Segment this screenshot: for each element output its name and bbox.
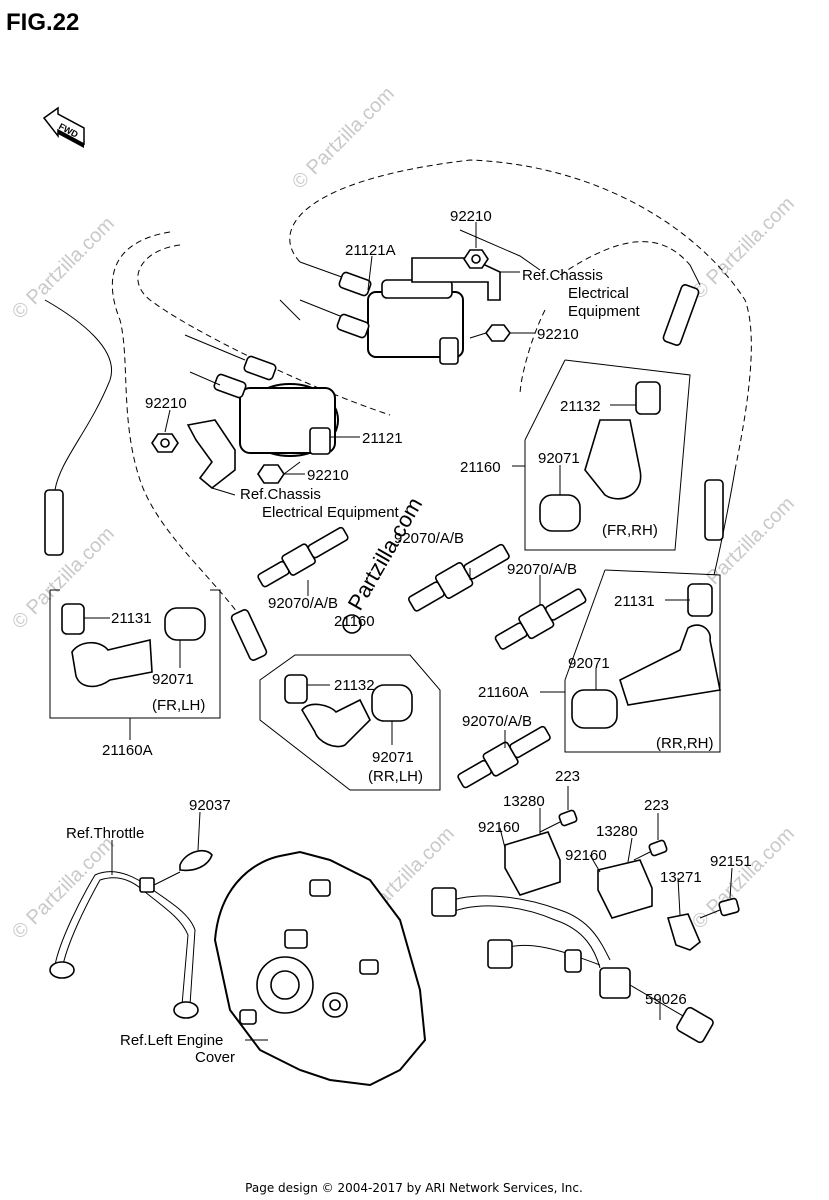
ignition-coil-21121A (299, 257, 501, 365)
watermark-8: © Partzilla.com (688, 823, 799, 934)
lower-leader-lines (111, 786, 733, 1041)
label-223-b: 223 (644, 797, 669, 814)
label-fr-rh: (FR,RH) (602, 522, 658, 539)
plug-cap-fr-lh (44, 489, 206, 688)
label-13271: 13271 (660, 869, 702, 886)
spark-plug-lower (457, 725, 551, 789)
label-21121A: 21121A (345, 242, 396, 259)
label-ref-throttle: Ref.Throttle (66, 825, 144, 842)
watermark-1: © Partzilla.com (8, 213, 119, 324)
label-92210-right: 92210 (537, 326, 579, 343)
plug-cap-rr-lh (230, 609, 413, 748)
plug-seal-21160-icon (342, 614, 362, 634)
label-13280-a: 13280 (503, 793, 545, 810)
label-rr-lh: (RR,LH) (368, 768, 423, 785)
label-92070-lower: 92070/A/B (462, 713, 532, 730)
label-21131-right: 21131 (614, 593, 655, 610)
bolt-223-a-icon (539, 809, 578, 833)
label-92070-center: 92070/A/B (394, 530, 464, 547)
spark-plug-left (257, 526, 349, 588)
pickup-harness (431, 887, 714, 1044)
label-92151: 92151 (710, 853, 752, 870)
label-21121: 21121 (362, 430, 403, 447)
clamp-13271 (666, 913, 701, 951)
label-21131-left: 21131 (111, 610, 152, 627)
label-ref-left-engine-b: Cover (195, 1049, 235, 1066)
bolt-223-b-icon (633, 839, 668, 861)
label-92037: 92037 (189, 797, 231, 814)
label-ref-chassis-1-b: Electrical (568, 285, 629, 302)
label-92210-mid: 92210 (307, 467, 349, 484)
plug-cap-rr-rh (571, 479, 724, 729)
bolt-92210-mid-icon (257, 461, 301, 484)
watermark-2: © Partzilla.com (288, 83, 399, 194)
watermark-6: © Partzilla.com (8, 833, 119, 944)
fwd-arrow-icon: FWD (42, 106, 85, 148)
label-ref-chassis-1-c: Equipment (568, 303, 641, 320)
clamp-92160-b (597, 859, 653, 919)
engine-cover (213, 850, 427, 1087)
part-labels: 92210 21121A Ref.Chassis Electrical Equi… (66, 208, 752, 1066)
spark-plug-right (494, 588, 587, 650)
label-13280-b: 13280 (596, 823, 638, 840)
label-223-a: 223 (555, 768, 580, 785)
group-boxes (49, 359, 721, 791)
bolt-92210-left-icon (151, 433, 179, 453)
label-21160-center: 21160 (334, 613, 375, 630)
clamp-92160-a (504, 831, 561, 896)
label-59026: 59026 (645, 991, 687, 1008)
label-21160A-left: 21160A (102, 742, 153, 759)
bolt-92210-top-icon (463, 249, 489, 269)
label-92210-top: 92210 (450, 208, 492, 225)
label-92071-rr-rh: 92071 (568, 655, 610, 672)
watermark-3: © Partzilla.com (688, 193, 799, 304)
spark-plug-center (407, 543, 510, 612)
label-92160-b: 92160 (565, 847, 607, 864)
plug-cap-fr-rh (539, 284, 700, 532)
label-92071-fr-rh: 92071 (538, 450, 580, 467)
ignition-coil-21121 (184, 334, 339, 490)
label-ref-chassis-2-b: Electrical Equipment (262, 504, 400, 521)
label-92071-rr-lh: 92071 (372, 749, 414, 766)
footer-copyright: Page design © 2004-2017 by ARI Network S… (245, 1181, 583, 1195)
label-21160A-right: 21160A (478, 684, 529, 701)
label-92070-left: 92070/A/B (268, 595, 338, 612)
label-21160: 21160 (460, 459, 501, 476)
label-92070-right: 92070/A/B (507, 561, 577, 578)
label-21132-fr-rh: 21132 (560, 398, 601, 415)
label-fr-lh: (FR,LH) (152, 697, 205, 714)
label-92071-left: 92071 (152, 671, 194, 688)
throttle-bracket (49, 849, 213, 1019)
label-ref-chassis-1-a: Ref.Chassis (522, 267, 603, 284)
label-ref-chassis-2-a: Ref.Chassis (240, 486, 321, 503)
label-21132-rr-lh: 21132 (334, 677, 375, 694)
bolt-92151-icon (699, 897, 740, 919)
label-ref-left-engine-a: Ref.Left Engine (120, 1032, 223, 1049)
label-92210-left: 92210 (145, 395, 187, 412)
leader-lines (84, 222, 690, 748)
label-92160-a: 92160 (478, 819, 520, 836)
bolt-92210-right-icon (469, 324, 511, 342)
label-rr-rh: (RR,RH) (656, 735, 714, 752)
figure-title: FIG.22 (6, 9, 79, 36)
